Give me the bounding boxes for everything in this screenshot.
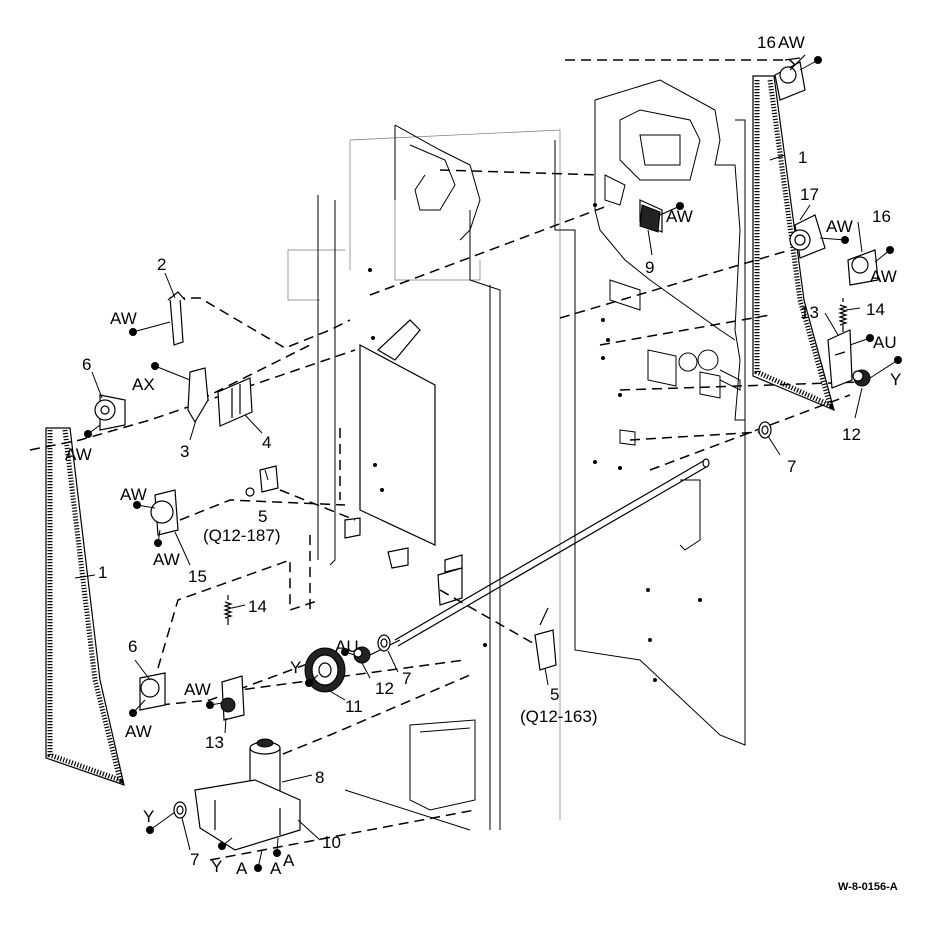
pulley-bracket-top xyxy=(774,54,806,101)
drawing-id: W-8-0156-A xyxy=(838,881,898,893)
fastener-label: A xyxy=(236,859,248,878)
callout-12-middle: 12 xyxy=(375,679,394,698)
tension-bracket-right xyxy=(827,329,853,389)
callout-7-middle: 7 xyxy=(402,669,411,688)
callout-16-right: 16 xyxy=(872,207,891,226)
panel-holes xyxy=(368,203,702,682)
callout-1-right: 1 xyxy=(798,148,807,167)
bracket-3 xyxy=(187,367,209,424)
bracket-2 xyxy=(167,291,186,346)
clamp-15 xyxy=(150,489,179,536)
fastener-label: AW xyxy=(826,217,853,236)
fastener-label: AU xyxy=(335,637,359,656)
callout-13-right: 13 xyxy=(800,303,819,322)
fastener-label: Y xyxy=(290,658,301,677)
fastener-labels: AW AW AW AW AU Y AW AW AX AW AW AW AW AU… xyxy=(65,33,901,878)
callout-6-top: 6 xyxy=(82,355,91,374)
fastener-label: AW xyxy=(125,722,152,741)
fastener-label: AX xyxy=(132,375,155,394)
callout-5-left: 5 xyxy=(258,507,267,526)
fastener-label: AW xyxy=(120,485,147,504)
pulley-left-bottom xyxy=(139,672,166,711)
reference-q12-187: (Q12-187) xyxy=(203,526,280,545)
sensor-connector-left xyxy=(245,465,279,497)
fastener-label: Y xyxy=(890,370,901,389)
callout-9: 9 xyxy=(645,258,654,277)
callout-5-right: 5 xyxy=(550,685,559,704)
fastener-label: AW xyxy=(184,680,211,699)
fastener-label: AW xyxy=(65,445,92,464)
callout-12-right: 12 xyxy=(842,425,861,444)
callout-3: 3 xyxy=(180,442,189,461)
callout-2: 2 xyxy=(157,255,166,274)
timing-belt-left xyxy=(45,427,125,786)
callout-16-top: 16 xyxy=(757,33,776,52)
callout-1-left: 1 xyxy=(98,563,107,582)
drive-pulley-right xyxy=(852,369,871,387)
callout-7-bottom: 7 xyxy=(190,850,199,869)
callout-8: 8 xyxy=(315,768,324,787)
fastener-label: AW xyxy=(870,267,897,286)
cross-references: (Q12-187) (Q12-163) xyxy=(203,526,597,726)
callout-leaders xyxy=(74,154,863,851)
fastener-markers xyxy=(84,56,902,872)
fastener-label: A xyxy=(270,859,282,878)
callout-14-right: 14 xyxy=(866,300,885,319)
bearing-middle xyxy=(377,634,391,652)
callout-13-left: 13 xyxy=(205,733,224,752)
callout-4: 4 xyxy=(262,433,271,452)
callout-14-left: 14 xyxy=(248,597,267,616)
sensor-connector-right xyxy=(534,607,557,671)
bracket-4 xyxy=(217,377,253,427)
chassis-frames xyxy=(287,79,746,831)
pulley-left-top xyxy=(94,394,126,431)
fastener-label: A xyxy=(283,851,295,870)
fastener-label: AW xyxy=(153,550,180,569)
bearing-right xyxy=(758,421,772,439)
callout-10: 10 xyxy=(322,833,341,852)
fastener-label: AW xyxy=(666,207,693,226)
pulley-bracket-right xyxy=(847,249,879,286)
fastener-label: AW xyxy=(778,33,805,52)
reference-q12-163: (Q12-163) xyxy=(520,707,597,726)
motor-bracket xyxy=(194,779,301,851)
callout-numbers: 16 1 17 16 14 13 12 7 9 2 6 3 4 5 15 1 1… xyxy=(82,33,891,869)
callout-6-bottom: 6 xyxy=(128,637,137,656)
tension-bracket-left xyxy=(220,675,245,721)
callout-17: 17 xyxy=(800,185,819,204)
gear-11 xyxy=(304,647,346,693)
spring-left xyxy=(223,595,233,625)
assembly-lines xyxy=(29,59,861,861)
sensor xyxy=(639,204,661,233)
idler-pulley xyxy=(789,214,826,259)
callout-15: 15 xyxy=(188,567,207,586)
bearing-bottom xyxy=(173,801,187,819)
callout-11: 11 xyxy=(345,697,363,716)
fastener-label: Y xyxy=(143,807,154,826)
callout-7-right: 7 xyxy=(787,457,796,476)
fastener-label: AW xyxy=(110,309,137,328)
timing-belt-right xyxy=(752,75,835,412)
spring-right xyxy=(838,298,848,332)
fastener-label: Y xyxy=(211,857,222,876)
fastener-label: AU xyxy=(873,333,897,352)
